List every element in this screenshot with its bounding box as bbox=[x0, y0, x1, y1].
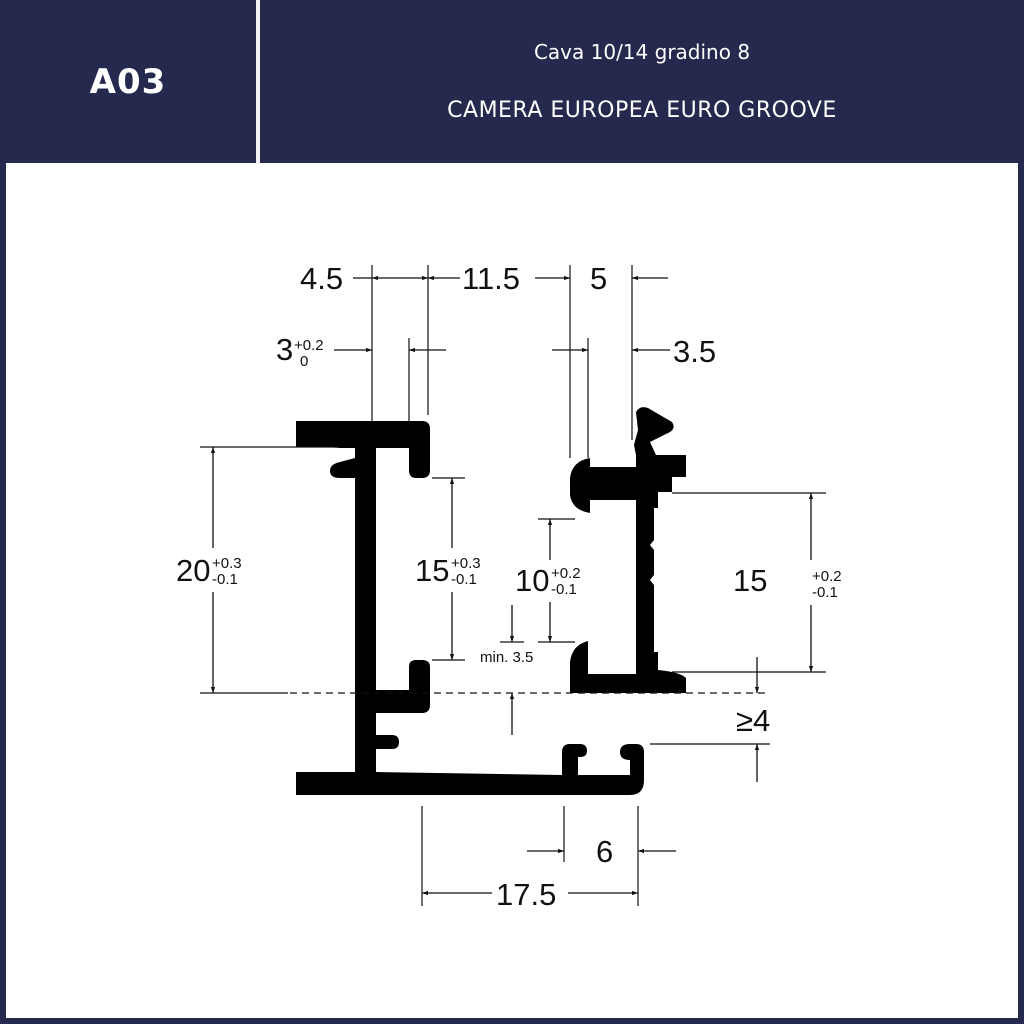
header-divider bbox=[256, 0, 260, 163]
profile-title: CAMERA EUROPEA EURO GROOVE bbox=[447, 98, 837, 123]
dim-bottom-width: 17.5 bbox=[496, 877, 556, 912]
dim-top-left-width: 4.5 bbox=[300, 261, 343, 296]
dim-slot-opening-tol-upper: +0.2 bbox=[294, 337, 324, 354]
dim-right-height: 15 bbox=[733, 563, 767, 598]
dim-groove-height-tol-lower: -0.1 bbox=[551, 581, 577, 598]
dim-step: ≥4 bbox=[736, 703, 770, 738]
dim-inner-height-tol-upper: +0.3 bbox=[451, 555, 481, 572]
profile-subtitle: Cava 10/14 gradino 8 bbox=[533, 40, 751, 64]
dim-inner-height: 15 bbox=[415, 553, 449, 588]
dim-min-label: min. 3.5 bbox=[480, 649, 533, 666]
dim-left-height-tol-upper: +0.3 bbox=[212, 555, 242, 572]
dim-top-gap: 11.5 bbox=[462, 261, 520, 296]
dim-right-height-tol-upper: +0.2 bbox=[812, 568, 842, 585]
dim-right-height-tol-lower: -0.1 bbox=[812, 584, 838, 601]
header-title-panel: Cava 10/14 gradino 8 CAMERA EUROPEA EURO… bbox=[260, 0, 1024, 163]
dim-groove-height-tol-upper: +0.2 bbox=[551, 565, 581, 582]
profile-technical-drawing: 4.5 11.5 5 3 +0.2 0 3.5 20 +0.3 -0.1 15 … bbox=[176, 261, 842, 912]
dim-top-right-width: 5 bbox=[590, 261, 607, 296]
dim-left-height-tol-lower: -0.1 bbox=[212, 571, 238, 588]
extension-lines bbox=[200, 265, 826, 906]
drawing-canvas: 4.5 11.5 5 3 +0.2 0 3.5 20 +0.3 -0.1 15 … bbox=[6, 163, 1018, 1018]
dim-groove-height: 10 bbox=[515, 563, 549, 598]
dim-bottom-slot: 6 bbox=[596, 834, 613, 869]
dim-slot-opening: 3 bbox=[276, 332, 293, 367]
dim-left-height: 20 bbox=[176, 553, 210, 588]
dimension-lines bbox=[210, 275, 814, 896]
dim-slot-opening-tol-lower: 0 bbox=[300, 353, 308, 370]
header-code-panel: A03 bbox=[0, 0, 256, 163]
profile-right-insert bbox=[570, 407, 686, 693]
profile-code: A03 bbox=[89, 61, 167, 102]
dim-inner-height-tol-lower: -0.1 bbox=[451, 571, 477, 588]
dim-right-lip: 3.5 bbox=[673, 334, 716, 369]
profile-left-body bbox=[296, 421, 644, 795]
